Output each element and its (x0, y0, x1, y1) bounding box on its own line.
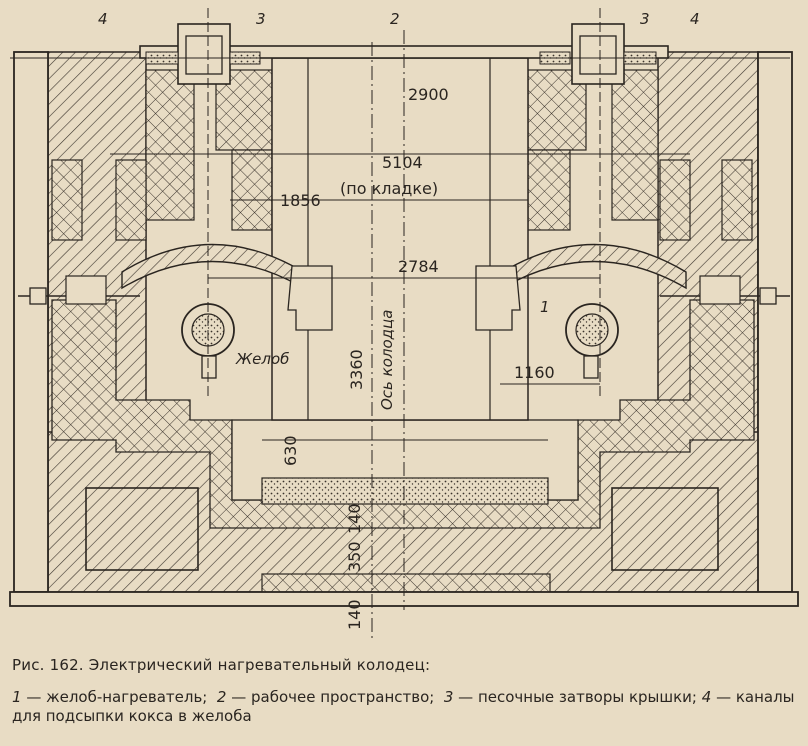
dim-630: 630 (281, 435, 300, 466)
dim-2784: 2784 (398, 257, 439, 276)
legend-text-2: — рабочее пространство; (226, 688, 435, 706)
dimension-labels: 2900 5104 (по кладке) 1856 2784 1160 Жел… (235, 85, 555, 630)
legend-text-3: — песочные затворы крышки; (453, 688, 697, 706)
legend-num-1: 1 (12, 688, 22, 706)
callout-4-left: 4 (98, 10, 108, 28)
arches (121, 243, 687, 331)
legend-text-4: — каналы для подсыпки кокса в желоба (12, 688, 795, 725)
legend-text-1: — желоб-нагреватель; (21, 688, 208, 706)
dim-5104: 5104 (382, 153, 423, 172)
label-zhelob: Желоб (235, 350, 289, 368)
insulation-cross-hatch (51, 69, 755, 593)
dim-1856: 1856 (280, 191, 321, 210)
callout-1: 1 (540, 298, 550, 316)
dim-po-kladke: (по кладке) (340, 179, 438, 198)
callout-2: 2 (390, 10, 400, 28)
working-space (139, 45, 669, 421)
dim-140-bottom: 140 (345, 599, 364, 630)
figure-caption: Рис. 162. Электрический нагревательный к… (12, 656, 431, 674)
coke-fill-pipes (18, 275, 790, 305)
dim-140-top: 140 (345, 503, 364, 534)
callout-4-right: 4 (690, 10, 700, 28)
legend-num-4: 4 (701, 688, 712, 706)
legend-num-2: 2 (216, 688, 227, 706)
callout-labels: 4 3 2 3 4 1 (98, 10, 700, 316)
center-axis-and-dimension-lines (10, 8, 790, 640)
legend-num-3: 3 (443, 688, 454, 706)
callout-3-left: 3 (256, 10, 266, 28)
furnace-cross-section-drawing: 4 3 2 3 4 1 2900 5104 (по кладке) 1856 2… (9, 8, 799, 640)
legend: 1 — желоб-нагреватель; 2 — рабочее прост… (12, 688, 802, 726)
dim-350: 350 (345, 541, 364, 572)
dim-2900: 2900 (408, 85, 449, 104)
callout-3-right: 3 (640, 10, 650, 28)
dim-1160: 1160 (514, 363, 555, 382)
dim-3360: 3360 (347, 349, 366, 390)
ground-slab (9, 487, 799, 607)
label-os-kolodtsa: Ось колодца (378, 310, 396, 410)
sand-seals (145, 23, 657, 85)
